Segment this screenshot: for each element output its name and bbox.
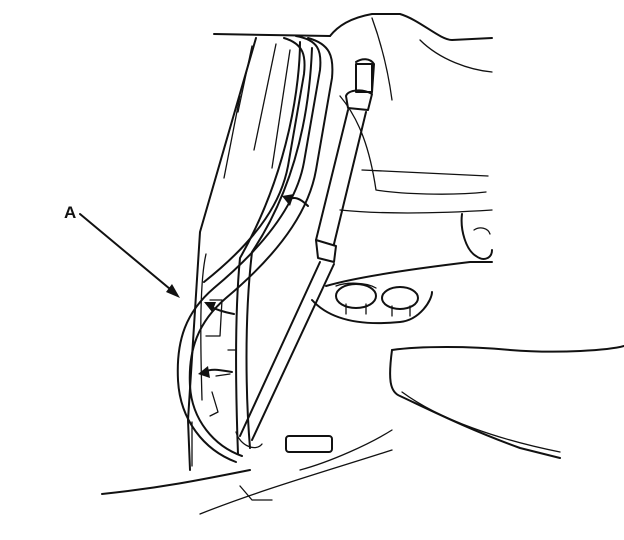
cup-holder-right bbox=[381, 286, 419, 310]
quarter-trim-panel bbox=[329, 13, 493, 195]
callout-a-leader bbox=[79, 213, 180, 298]
roof-line bbox=[213, 33, 331, 37]
seat-belt bbox=[235, 63, 373, 449]
cup-holder-left bbox=[335, 283, 377, 309]
pillar-body bbox=[187, 37, 257, 471]
lower-console bbox=[199, 345, 624, 515]
removal-arrow-icon bbox=[198, 194, 309, 378]
trim-clip-slot bbox=[285, 435, 333, 453]
floor-line bbox=[101, 469, 251, 495]
weatherstrip-a bbox=[176, 35, 334, 463]
rear-shelf bbox=[311, 209, 493, 325]
callout-label-a: A bbox=[64, 203, 76, 222]
